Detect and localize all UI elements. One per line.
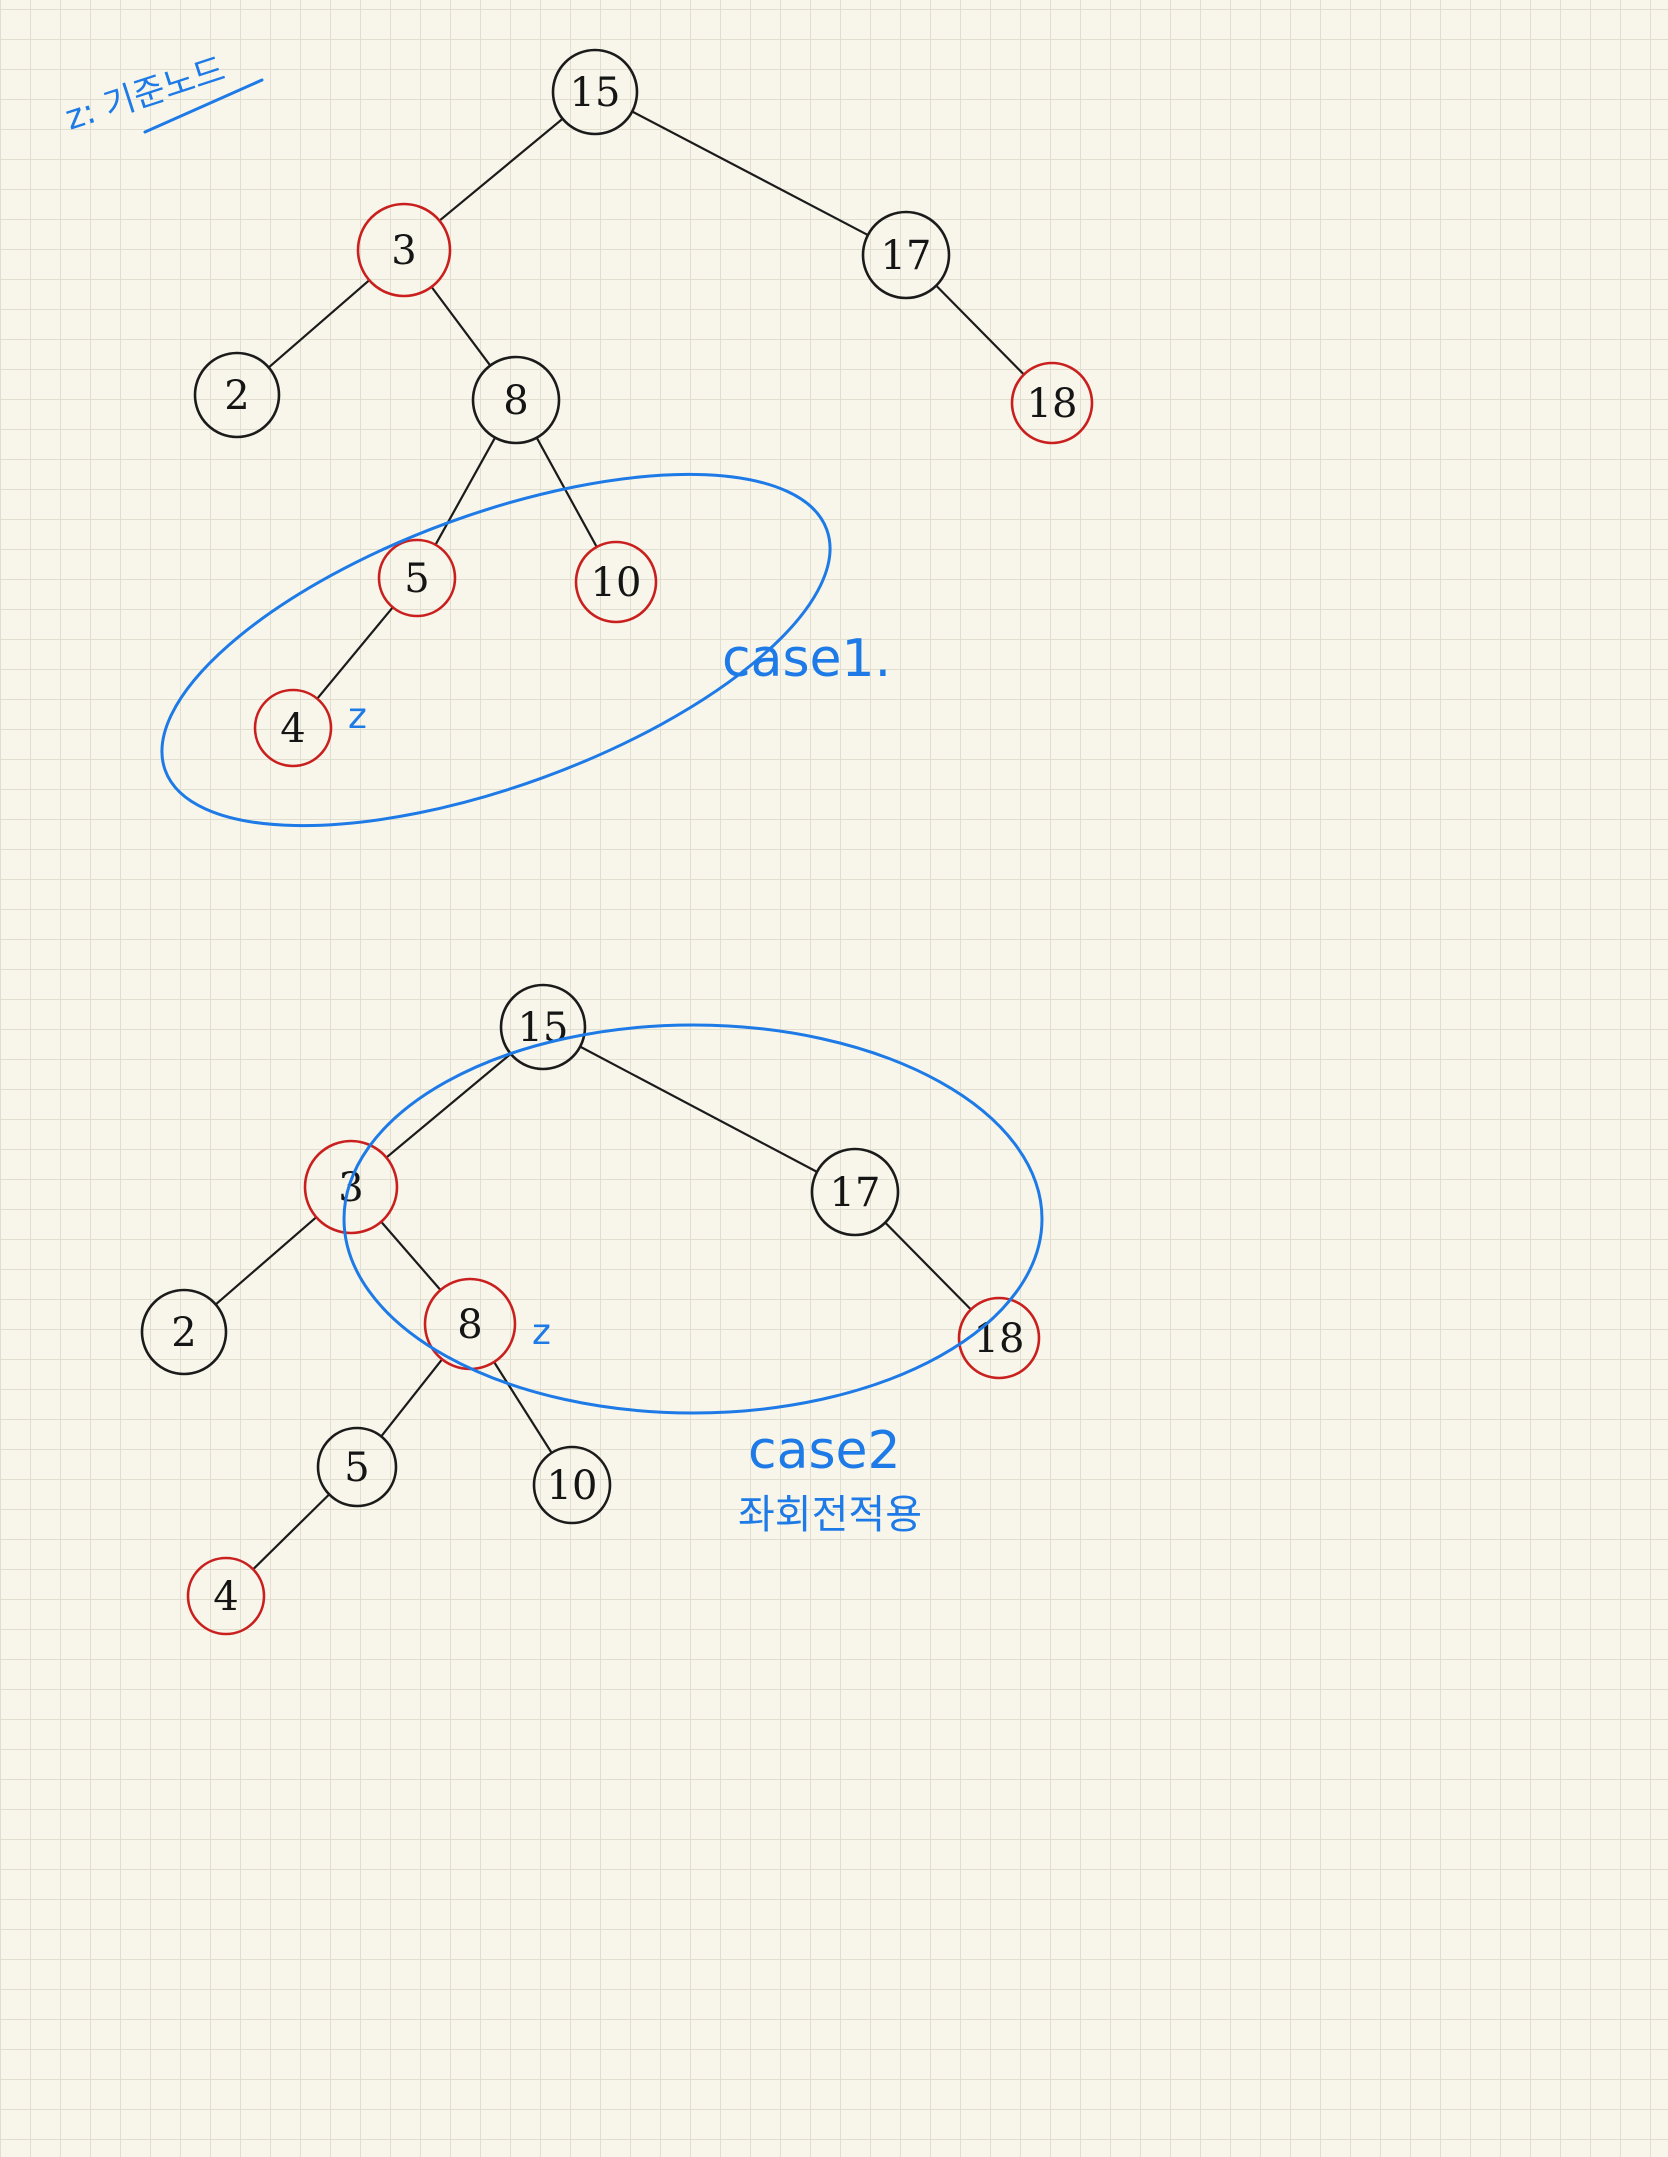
edge-15-3: [438, 117, 564, 222]
node-label: 18: [974, 1316, 1025, 1362]
node-label: 3: [391, 228, 416, 274]
node-label: 17: [830, 1170, 881, 1216]
node-8: 8: [471, 355, 561, 445]
node-label: 8: [457, 1302, 482, 1348]
node-3: 3: [356, 202, 452, 298]
node-label: 15: [570, 70, 621, 116]
node-circle: [356, 202, 452, 298]
edge-3-2: [214, 1216, 318, 1306]
node-label: 4: [280, 706, 305, 752]
legend-text: z: 기준노드: [60, 49, 230, 138]
tree-case2: 15 3 17 2 8 18 5 10 4 z case2 좌회전적용: [140, 983, 1044, 1636]
node-10: 10: [574, 540, 658, 624]
edge-8-5: [434, 436, 497, 546]
node-17: 17: [810, 1147, 900, 1237]
node-2: 2: [140, 1288, 228, 1376]
edge-5-4: [251, 1493, 331, 1571]
edge-5-4: [316, 606, 394, 700]
node-label: 2: [171, 1310, 196, 1356]
node-circle: [957, 1296, 1041, 1380]
node-17: 17: [861, 210, 951, 300]
edge-15-17: [631, 110, 870, 237]
node-10: 10: [532, 1445, 612, 1525]
node-circle: [303, 1139, 399, 1235]
node-4: 4: [253, 688, 333, 768]
edge-3-8: [380, 1220, 442, 1292]
z-marker: z: [532, 1312, 551, 1353]
node-circle: [186, 1556, 266, 1636]
node-label: 8: [503, 378, 528, 424]
node-circle: [499, 983, 587, 1071]
node-circle: [574, 540, 658, 624]
edge-3-8: [430, 285, 492, 367]
edge-3-2: [267, 279, 371, 369]
node-circle: [1010, 361, 1094, 445]
case-caption: case1.: [722, 629, 891, 689]
node-3: 3: [303, 1139, 399, 1235]
z-marker: z: [348, 696, 367, 737]
node-15: 15: [551, 48, 639, 136]
node-label: 10: [591, 560, 642, 606]
node-circle: [810, 1147, 900, 1237]
node-circle: [316, 1426, 398, 1508]
case-enclosure: [342, 1023, 1044, 1415]
edge-15-3: [385, 1052, 512, 1159]
case-caption-line: 좌회전적용: [738, 1492, 922, 1538]
node-circle: [861, 210, 951, 300]
node-8: 8: [423, 1277, 517, 1371]
node-label: 5: [344, 1445, 369, 1491]
legend: z: 기준노드: [60, 49, 264, 139]
node-label: 3: [338, 1165, 363, 1211]
tree-case1: 15 3 17 2 8 18 5 10 4 z case1.: [160, 48, 1094, 828]
node-circle: [551, 48, 639, 136]
node-label: 5: [404, 556, 429, 602]
case-caption: case2: [748, 1421, 901, 1481]
node-circle: [253, 688, 333, 768]
node-circle: [140, 1288, 228, 1376]
edge-15-17: [579, 1045, 819, 1173]
node-circle: [193, 351, 281, 439]
case-enclosure: [160, 472, 832, 828]
node-label: 4: [213, 1574, 238, 1620]
edge-8-10: [492, 1360, 553, 1454]
node-label: 10: [547, 1463, 598, 1509]
edge-17-18: [884, 1221, 973, 1311]
node-18: 18: [957, 1296, 1041, 1380]
node-5: 5: [316, 1426, 398, 1508]
edge-8-5: [380, 1358, 444, 1438]
legend-underline: [143, 78, 264, 134]
node-circle: [377, 538, 457, 618]
node-label: 2: [224, 373, 249, 419]
node-5: 5: [377, 538, 457, 618]
edge-8-10: [535, 436, 598, 549]
node-label: 18: [1027, 381, 1078, 427]
node-18: 18: [1010, 361, 1094, 445]
node-2: 2: [193, 351, 281, 439]
node-circle: [471, 355, 561, 445]
node-circle: [532, 1445, 612, 1525]
edge-17-18: [935, 284, 1026, 376]
node-15: 15: [499, 983, 587, 1071]
node-4: 4: [186, 1556, 266, 1636]
node-label: 17: [881, 233, 932, 279]
